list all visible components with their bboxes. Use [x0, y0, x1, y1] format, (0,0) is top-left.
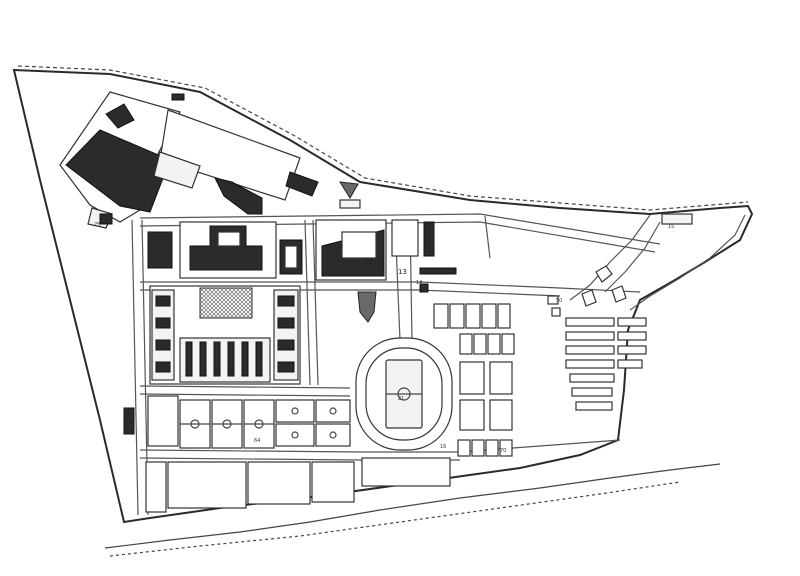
dark-strip-small [419, 267, 457, 275]
label-21: 21 [398, 396, 404, 402]
stadium [355, 337, 453, 451]
east-courts-lower [459, 361, 513, 431]
label-50: 50 [556, 298, 562, 304]
north-small-building-2 [339, 199, 361, 209]
label-64: 64 [254, 438, 260, 444]
northeast-gate-building [661, 213, 693, 225]
label-14: 14 [416, 280, 422, 286]
block-13-outline [391, 219, 419, 257]
road-mid-vertical-2 [312, 219, 319, 386]
east-road-edge [604, 221, 661, 293]
label-12: 12 [364, 258, 373, 266]
main-building-courtyard [217, 231, 241, 247]
north-ell-building [214, 177, 263, 215]
road-central-horizontal [140, 281, 641, 293]
block-14-building [419, 283, 429, 293]
road-west-vertical [131, 219, 139, 516]
football-fields-group [147, 395, 351, 449]
east-courts-bottom [457, 439, 513, 457]
southeast-housing [565, 317, 647, 411]
dark-strip-east [423, 221, 435, 257]
block-12-inner [341, 231, 377, 259]
quad-hatched-court [199, 287, 253, 319]
west-building-small [147, 231, 173, 269]
coastline [104, 463, 721, 549]
quad-south-dormitories [179, 337, 271, 383]
west-boundary-building [123, 407, 135, 435]
quad-east-wing [273, 289, 299, 381]
road-north-internal [139, 213, 661, 245]
east-courts-top [433, 303, 511, 329]
east-road [569, 214, 651, 301]
road-bottom [139, 439, 621, 453]
label-70: 70 [500, 448, 506, 454]
label-15: 15 [668, 224, 674, 230]
north-top-small [171, 93, 185, 101]
road-lower-horizontal [139, 385, 351, 389]
road-mid-vertical [304, 219, 311, 386]
quad-west-wing [151, 289, 175, 381]
northern-dashed-boundary [17, 65, 749, 211]
northeast-small-buildings [547, 265, 627, 317]
label-13: 13 [398, 268, 407, 276]
main-building [189, 225, 263, 271]
north-block-2 [153, 151, 201, 189]
central-monument [357, 291, 377, 323]
east-wing-inner [284, 245, 298, 269]
north-triangle [339, 181, 359, 199]
nw-small-dark [99, 213, 113, 225]
nw-small-building [105, 103, 135, 129]
bottom-field-strip [145, 457, 451, 513]
site-boundary [12, 68, 754, 524]
label-nw-annex: 25 [94, 222, 100, 228]
east-road-2 [629, 214, 746, 311]
coastline-outer [109, 481, 681, 557]
north-small-dark [285, 171, 319, 197]
road-east-vertical [484, 215, 491, 259]
road-lower-horizontal-2 [139, 393, 351, 397]
nw-dark-building [65, 129, 171, 213]
east-courts-mid [459, 333, 515, 355]
north-block-outline [159, 109, 301, 201]
label-16: 16 [440, 444, 446, 450]
